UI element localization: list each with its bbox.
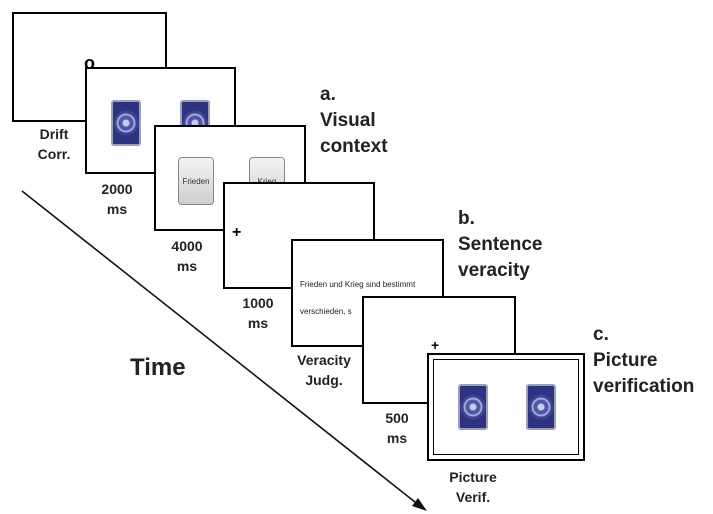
caption-line: verification (593, 376, 695, 397)
label-drift-correction: Drift Corr. (24, 124, 84, 164)
label-line: Verif. (455, 489, 491, 505)
word-card-icon: Frieden (178, 157, 214, 205)
label-line: Judg. (305, 372, 343, 388)
caption-line: b. (458, 208, 475, 229)
caption-line: Sentence (458, 234, 543, 255)
fixation-cross: + (232, 224, 242, 241)
label-line: Corr. (37, 146, 71, 162)
sentence-line-1: Frieden und Krieg sind bestimmt (300, 280, 416, 289)
label-line: ms (386, 430, 408, 446)
label-line: 500 (385, 410, 409, 426)
caption-line: Picture (593, 350, 658, 371)
phase-a-caption: a. Visual context (320, 82, 388, 160)
playing-card-back-icon (526, 384, 556, 430)
sentence-line-2: verschieden, s (300, 307, 352, 316)
label-line: Veracity (297, 352, 351, 368)
fixation-cross: + (431, 337, 440, 353)
caption-line: a. (320, 84, 336, 105)
caption-line: Visual (320, 110, 376, 131)
label-veracity-judgment: Veracity Judg. (289, 350, 359, 390)
playing-card-back-icon (111, 100, 141, 146)
label-line: ms (106, 201, 128, 217)
caption-line: veracity (458, 260, 530, 281)
caption-line: c. (593, 324, 609, 345)
label-4000ms: 4000 ms (162, 236, 212, 276)
label-500ms: 500 ms (372, 408, 422, 448)
screen-picture-verification (427, 353, 585, 461)
time-label: Time (130, 354, 186, 381)
label-line: ms (247, 315, 269, 331)
label-line: ms (176, 258, 198, 274)
phase-b-caption: b. Sentence veracity (458, 206, 542, 284)
label-line: Picture (449, 469, 497, 485)
drift-target-symbol: o (84, 53, 95, 73)
caption-line: context (320, 136, 388, 157)
phase-c-caption: c. Picture verification (593, 322, 694, 400)
label-picture-verification: Picture Verif. (438, 467, 508, 507)
label-line: 1000 (242, 295, 274, 311)
label-1000ms: 1000 ms (233, 293, 283, 333)
label-line: Drift (39, 126, 69, 142)
label-2000ms: 2000 ms (92, 179, 142, 219)
label-line: 4000 (171, 238, 203, 254)
verification-inner-frame (433, 359, 579, 455)
label-line: 2000 (101, 181, 133, 197)
playing-card-back-icon (458, 384, 488, 430)
